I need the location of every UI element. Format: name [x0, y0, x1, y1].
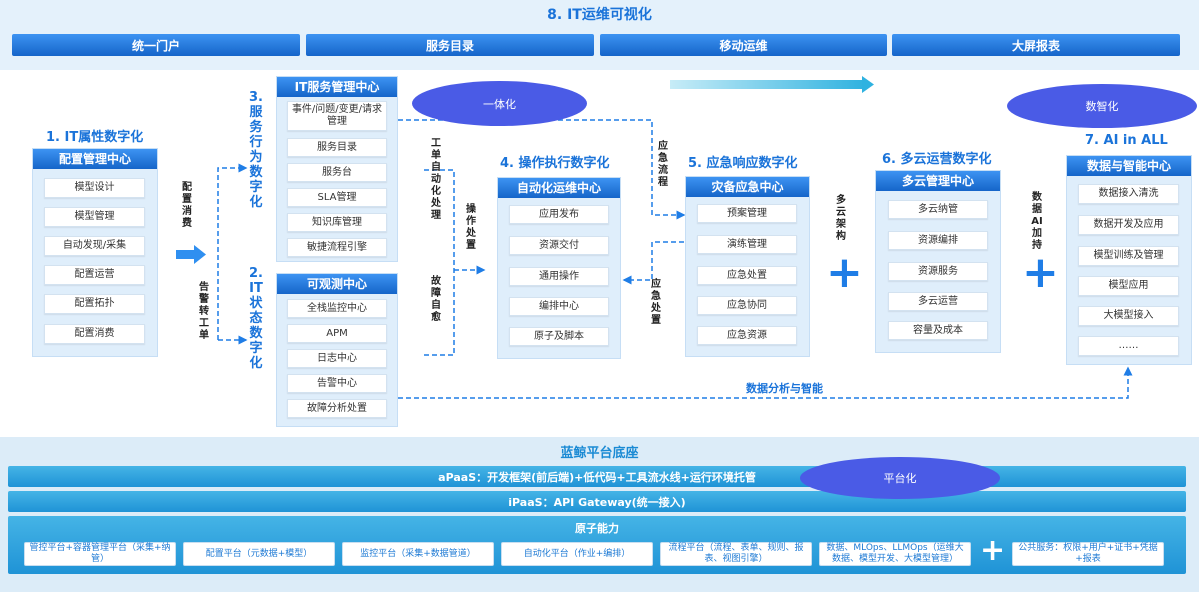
integration-arrow-head	[862, 76, 874, 93]
operate-label: 操作处置	[466, 204, 476, 251]
observability-header: 可观测中心	[277, 274, 397, 294]
s5-item[interactable]: 应急资源	[697, 326, 797, 345]
s5-item[interactable]: 演练管理	[697, 235, 797, 254]
atomic-item[interactable]: 数据、MLOps、LLMOps（运维大数据、模型开发、大模型管理）	[819, 542, 971, 566]
s1-item[interactable]: 自动发现/采集	[44, 236, 145, 256]
s1-item[interactable]: 配置拓扑	[44, 294, 145, 314]
data-intelligence-header: 数据与智能中心	[1067, 156, 1191, 176]
s3-item[interactable]: SLA管理	[287, 188, 387, 207]
section-7-title: 7. AI in ALL	[1085, 133, 1168, 148]
s7-item[interactable]: 数据开发及应用	[1078, 215, 1179, 235]
tab-service-catalog[interactable]: 服务目录	[306, 34, 594, 56]
data-analysis-label: 数据分析与智能	[746, 382, 823, 395]
section-5-title: 5. 应急响应数字化	[688, 156, 798, 171]
s4-item[interactable]: 编排中心	[509, 297, 609, 316]
alert-ticket-label: 告警转工单	[199, 282, 209, 341]
s7-item[interactable]: 模型应用	[1078, 276, 1179, 296]
config-management-header: 配置管理中心	[33, 149, 157, 169]
ticket-auto-label: 工单自动化处理	[431, 138, 441, 221]
atomic-item[interactable]: 管控平台+容器管理平台（采集+纳管）	[24, 542, 176, 566]
integration-oval: 一体化	[412, 81, 587, 126]
plus-icon: +	[1022, 247, 1059, 298]
s4-item[interactable]: 应用发布	[509, 205, 609, 224]
config-flow-arrow	[194, 245, 206, 264]
tab-big-screen-report[interactable]: 大屏报表	[892, 34, 1180, 56]
atomic-item[interactable]: 监控平台（采集+数据管道）	[342, 542, 494, 566]
s6-item[interactable]: 多云运营	[888, 292, 988, 311]
intelligence-oval: 数智化	[1007, 84, 1197, 128]
s2-item[interactable]: 全栈监控中心	[287, 299, 387, 318]
platform-title: 蓝鲸平台底座	[560, 446, 639, 461]
tab-unified-portal[interactable]: 统一门户	[12, 34, 300, 56]
multicloud-label: 多云架构	[836, 195, 846, 242]
s6-item[interactable]: 容量及成本	[888, 321, 988, 340]
disaster-recovery-header: 灾备应急中心	[686, 177, 809, 197]
apaas-bar: aPaaS：开发框架(前后端)+低代码+工具流水线+运行环境托管	[8, 466, 1186, 487]
atomic-item[interactable]: 公共服务：权限+用户+证书+凭据+报表	[1012, 542, 1164, 566]
emergency-handle-label: 应急处置	[651, 279, 661, 326]
s5-item[interactable]: 应急处置	[697, 266, 797, 285]
s7-item[interactable]: 模型训练及管理	[1078, 246, 1179, 266]
section-3-title: 3. 服务行为数字化	[249, 90, 263, 210]
s4-item[interactable]: 资源交付	[509, 236, 609, 255]
s3-item[interactable]: 知识库管理	[287, 213, 387, 232]
s3-item[interactable]: 服务目录	[287, 138, 387, 157]
section-4-title: 4. 操作执行数字化	[500, 156, 610, 171]
s6-item[interactable]: 资源服务	[888, 262, 988, 281]
s2-item[interactable]: 告警中心	[287, 374, 387, 393]
s2-item[interactable]: 日志中心	[287, 349, 387, 368]
fault-self-heal-label: 故障自愈	[431, 276, 441, 323]
s5-item[interactable]: 预案管理	[697, 204, 797, 223]
atomic-item[interactable]: 自动化平台（作业+编排）	[501, 542, 653, 566]
s5-item[interactable]: 应急协同	[697, 296, 797, 315]
data-ai-label: 数据AI加持	[1031, 192, 1043, 251]
visualization-title: 8. IT运维可视化	[547, 7, 652, 23]
s7-item[interactable]: 数据接入清洗	[1078, 184, 1179, 204]
section-2-title: 2. IT状态数字化	[249, 266, 263, 371]
s4-item[interactable]: 原子及脚本	[509, 327, 609, 346]
s1-item[interactable]: 配置运营	[44, 265, 145, 285]
plus-icon: +	[826, 247, 863, 298]
atomic-item[interactable]: 配置平台（元数据+模型）	[183, 542, 335, 566]
multicloud-header: 多云管理中心	[876, 171, 1000, 191]
atomic-item[interactable]: 流程平台（流程、表单、规则、报表、视图引擎）	[660, 542, 812, 566]
s3-item[interactable]: 敏捷流程引擎	[287, 238, 387, 257]
platform-oval: 平台化	[800, 457, 1000, 499]
emergency-flow-label: 应急流程	[658, 141, 668, 188]
s1-item[interactable]: 模型设计	[44, 178, 145, 198]
s6-item[interactable]: 资源编排	[888, 231, 988, 250]
integration-arrow-shaft	[670, 80, 865, 89]
s6-item[interactable]: 多云纳管	[888, 200, 988, 219]
atomic-title: 原子能力	[575, 522, 619, 535]
section-6-title: 6. 多云运营数字化	[882, 152, 992, 167]
automation-header: 自动化运维中心	[498, 178, 620, 198]
s2-item[interactable]: APM	[287, 324, 387, 343]
config-consume-label: 配置消费	[182, 182, 192, 229]
ipaas-bar: iPaaS：API Gateway(统一接入)	[8, 491, 1186, 512]
s1-item[interactable]: 配置消费	[44, 324, 145, 344]
plus-icon: +	[980, 533, 1006, 568]
tab-mobile-ops[interactable]: 移动运维	[600, 34, 887, 56]
itsm-header: IT服务管理中心	[277, 77, 397, 97]
s3-item[interactable]: 事件/问题/变更/请求管理	[287, 101, 387, 131]
s4-item[interactable]: 通用操作	[509, 267, 609, 286]
s1-item[interactable]: 模型管理	[44, 207, 145, 227]
s7-item[interactable]: 大模型接入	[1078, 306, 1179, 326]
s7-item[interactable]: ……	[1078, 336, 1179, 356]
s2-item[interactable]: 故障分析处置	[287, 399, 387, 418]
s3-item[interactable]: 服务台	[287, 163, 387, 182]
section-1-title: 1. IT属性数字化	[46, 130, 144, 145]
